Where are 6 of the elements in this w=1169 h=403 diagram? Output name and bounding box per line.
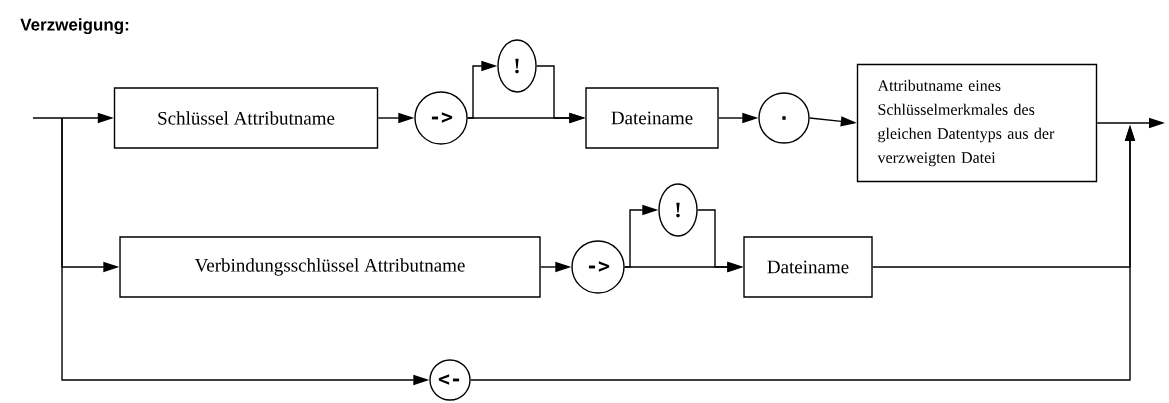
- process-box: Verbindungsschlüssel Attributname: [119, 236, 541, 298]
- process-box: Dateiname: [585, 87, 719, 149]
- process-box: Dateiname: [743, 236, 873, 298]
- process-box: Schlüssel Attributname: [113, 87, 379, 149]
- process-box: Attributname eines Schlüsselmerkmales des gleichen Datentyps aus der verzweigten Datei: [856, 63, 1098, 183]
- title: Verzweigung:: [20, 18, 129, 35]
